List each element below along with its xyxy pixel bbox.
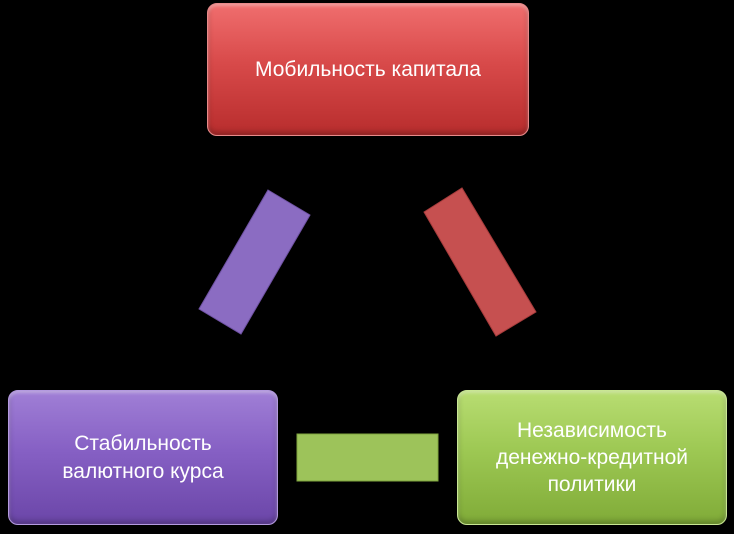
connector-exchange-monetary	[296, 433, 439, 482]
exchange-rate-label-line2: валютного курса	[62, 459, 224, 483]
connector-capital-monetary	[423, 187, 537, 337]
monetary-independence-node: Независимость денежно-кредитной политики	[457, 390, 727, 525]
exchange-rate-stability-node: Стабильность валютного курса	[8, 390, 278, 525]
monetary-label-line1: Независимость	[517, 418, 667, 442]
monetary-label-line3: политики	[547, 473, 637, 497]
exchange-rate-label-line1: Стабильность	[74, 432, 212, 456]
capital-mobility-node: Мобильность капитала	[207, 3, 529, 136]
connector-capital-exchange	[198, 189, 311, 335]
monetary-label-line2: денежно-кредитной	[496, 445, 688, 469]
capital-mobility-label: Мобильность капитала	[255, 57, 481, 81]
